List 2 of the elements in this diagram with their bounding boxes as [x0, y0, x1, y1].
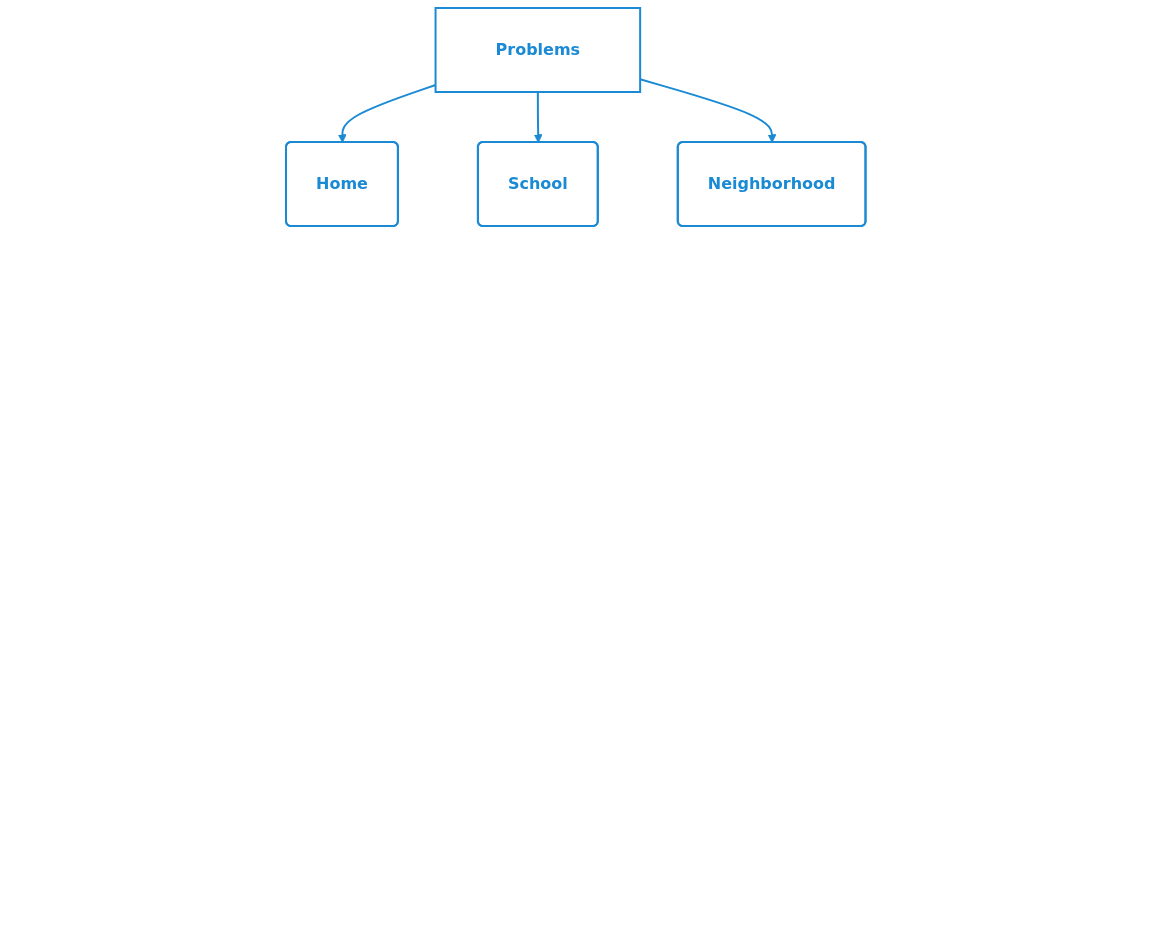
arrow [534, 91, 543, 143]
node-box: Problems [434, 7, 642, 93]
